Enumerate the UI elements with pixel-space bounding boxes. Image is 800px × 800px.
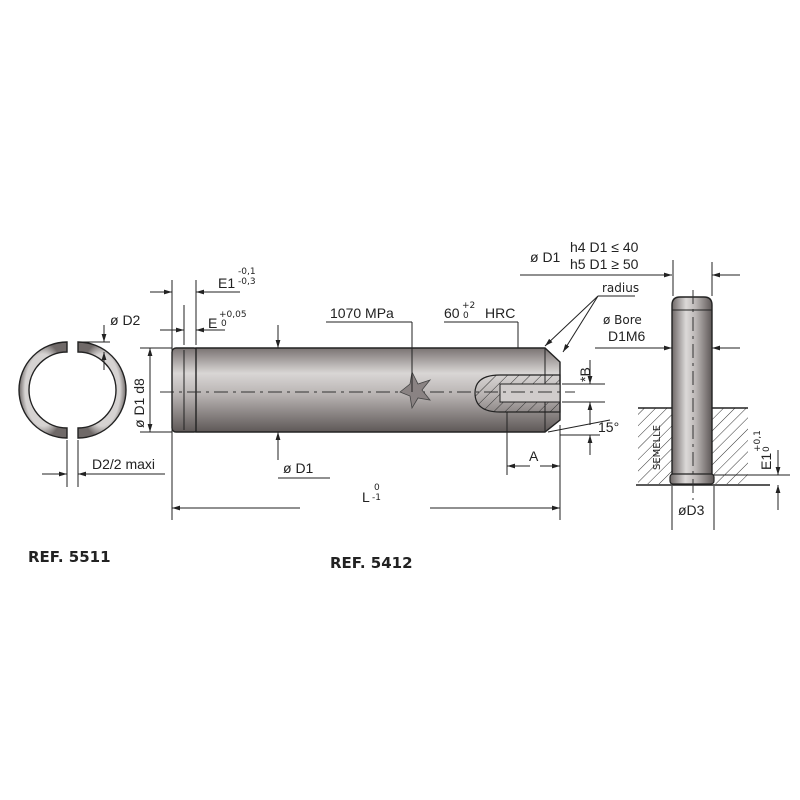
angle-label: 15° bbox=[598, 419, 619, 435]
length-label: L bbox=[362, 489, 370, 505]
hardness-lower-tol: 0 bbox=[463, 311, 469, 321]
mount-depth-upper-tol: +0,1 bbox=[753, 430, 763, 452]
groove-diameter-label: ø D1 d8 bbox=[131, 378, 147, 428]
groove-width-lower-tol: -0,3 bbox=[238, 277, 256, 287]
bore-label-line-1: ø Bore bbox=[603, 313, 642, 327]
mount-depth-lower-tol: 0 bbox=[762, 446, 772, 452]
body-diameter-label: ø D1 bbox=[283, 460, 314, 476]
groove-pos-label: E bbox=[208, 315, 217, 331]
split-ring bbox=[18, 325, 165, 487]
hardness-unit: HRC bbox=[485, 305, 515, 321]
strength-label: 1070 MPa bbox=[330, 305, 394, 321]
star-mark-icon bbox=[399, 370, 432, 410]
radius-label: radius bbox=[602, 281, 639, 295]
hardness-upper-tol: +2 bbox=[462, 301, 475, 311]
bore-label-line-2: D1M6 bbox=[608, 328, 646, 344]
length-lower-tol: -1 bbox=[372, 493, 381, 503]
pin-dimensions bbox=[140, 272, 672, 520]
length-upper-tol: 0 bbox=[374, 483, 380, 493]
groove-pos-upper-tol: +0,05 bbox=[219, 310, 247, 320]
ring-gap-label: D2/2 maxi bbox=[92, 456, 155, 472]
groove-pos-lower-tol: 0 bbox=[221, 319, 227, 329]
groove-width-label: E1 bbox=[218, 275, 235, 291]
pin-ref-label: REF. 5412 bbox=[330, 554, 413, 572]
mount-depth-label: E1 bbox=[758, 453, 774, 470]
ring-ref-label: REF. 5511 bbox=[28, 548, 111, 566]
tolerance-prefix: ø D1 bbox=[530, 249, 561, 265]
bore-depth-label: A bbox=[529, 448, 539, 464]
tolerance-line-2: h5 D1 ≥ 50 bbox=[570, 256, 639, 272]
bore-diameter-label: *B bbox=[577, 367, 593, 382]
tolerance-line-1: h4 D1 ≤ 40 bbox=[570, 239, 639, 255]
hardness-value: 60 bbox=[444, 305, 460, 321]
ring-diameter-label: ø D2 bbox=[110, 312, 141, 328]
mounted-pin bbox=[636, 260, 790, 530]
groove-width-upper-tol: -0,1 bbox=[238, 267, 256, 277]
base-diameter-label: øD3 bbox=[678, 502, 705, 518]
plate-label: SEMELLE bbox=[652, 425, 663, 470]
main-pin bbox=[160, 347, 575, 433]
